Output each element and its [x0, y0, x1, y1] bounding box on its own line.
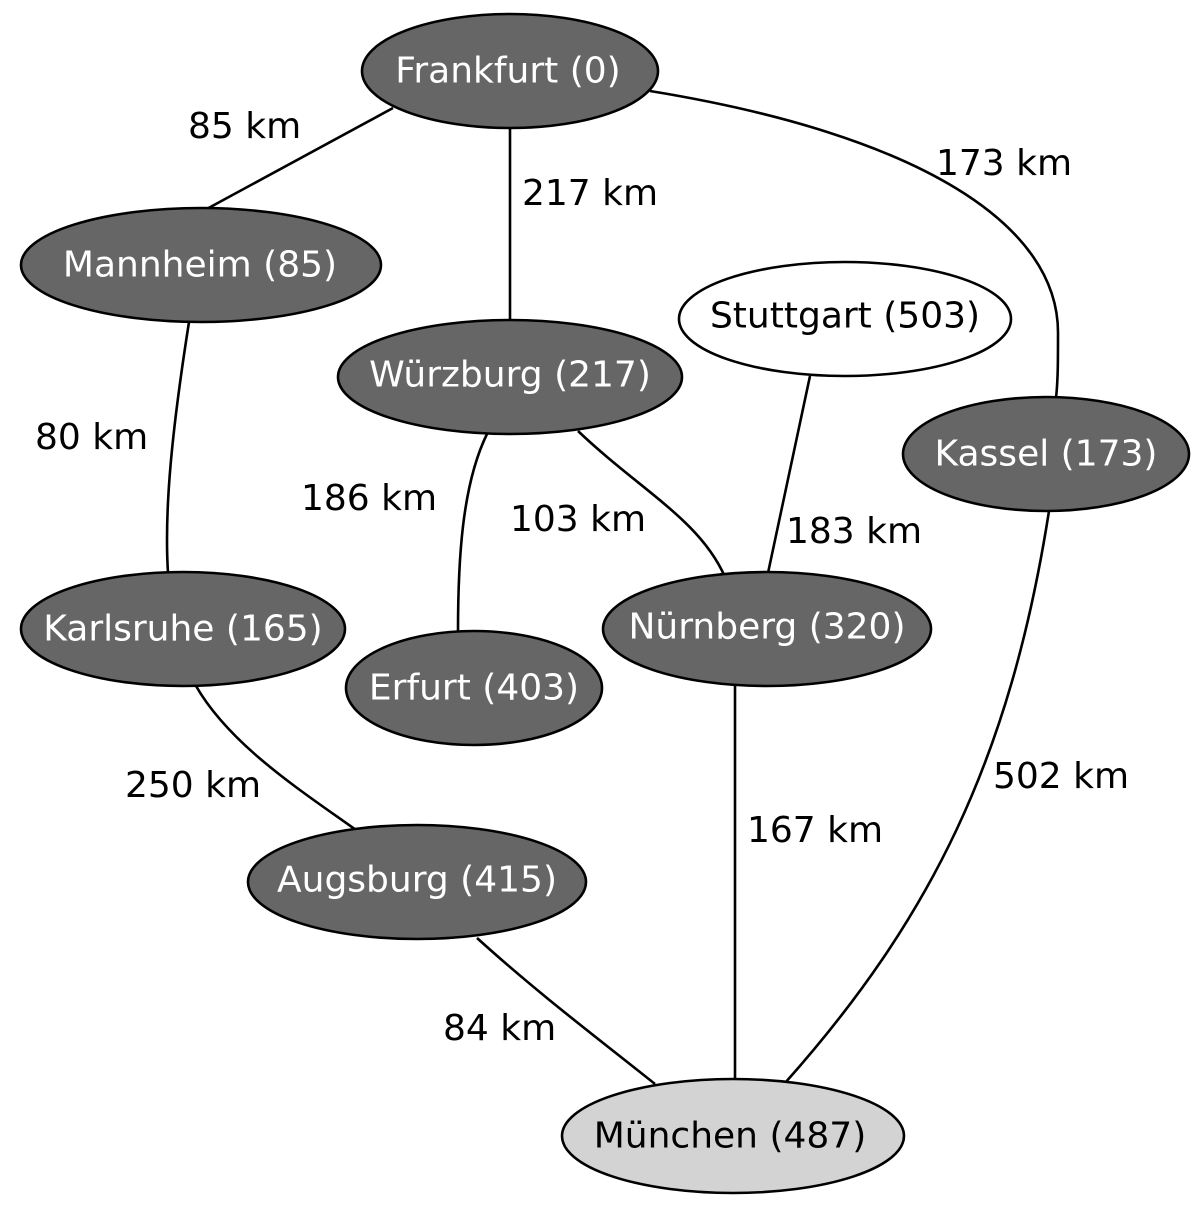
node-frankfurt: Frankfurt (0) [360, 12, 660, 130]
edge-label-stuttgart-nuernberg: 183 km [786, 511, 922, 552]
edge-frankfurt-mannheim [202, 106, 394, 213]
node-muenchen: München (487) [560, 1077, 906, 1195]
node-shape [560, 1077, 906, 1195]
edge-kassel-muenchen [784, 510, 1051, 1084]
node-augsburg: Augsburg (415) [246, 823, 588, 941]
edge-label-augsburg-muenchen: 84 km [443, 1008, 556, 1049]
node-stuttgart: Stuttgart (503) [677, 260, 1013, 378]
edge-label-karlsruhe-augsburg: 250 km [125, 765, 261, 806]
node-shape [901, 395, 1191, 513]
edge-augsburg-muenchen [476, 937, 656, 1086]
edge-labels: 85 km 217 km 173 km 80 km 186 km 103 km … [35, 106, 1129, 1049]
edge-karlsruhe-augsburg [194, 685, 357, 832]
node-shape [336, 318, 684, 436]
node-wuerzburg: Würzburg (217) [336, 318, 684, 436]
node-label: Karlsruhe (165) [43, 609, 322, 650]
node-label: Kassel (173) [935, 434, 1158, 475]
edge-wuerzburg-nuernberg [577, 430, 727, 578]
edge-label-nuernberg-muenchen: 167 km [747, 810, 883, 851]
edge-label-frankfurt-kassel: 173 km [936, 143, 1072, 184]
node-label: München (487) [594, 1116, 867, 1157]
node-karlsruhe: Karlsruhe (165) [19, 570, 347, 688]
node-kassel: Kassel (173) [901, 395, 1191, 513]
node-label: Stuttgart (503) [710, 296, 980, 337]
node-shape [601, 570, 933, 688]
edge-label-kassel-muenchen: 502 km [993, 756, 1129, 797]
edge-label-frankfurt-mannheim: 85 km [188, 106, 301, 147]
node-shape [19, 206, 383, 324]
nodes: Frankfurt (0) Mannheim (85) Würzburg (21… [19, 12, 1191, 1195]
edge-label-mannheim-karlsruhe: 80 km [35, 417, 148, 458]
edge-frankfurt-kassel [649, 89, 1060, 399]
edge-label-wuerzburg-erfurt: 186 km [301, 478, 437, 519]
node-label: Augsburg (415) [277, 860, 557, 901]
node-nuernberg: Nürnberg (320) [601, 570, 933, 688]
edges [165, 89, 1060, 1086]
node-mannheim: Mannheim (85) [19, 206, 383, 324]
node-erfurt: Erfurt (403) [344, 629, 604, 747]
node-label: Frankfurt (0) [395, 51, 620, 92]
node-shape [19, 570, 347, 688]
node-label: Würzburg (217) [369, 355, 651, 396]
edge-mannheim-karlsruhe [165, 321, 191, 574]
node-label: Mannheim (85) [63, 245, 337, 286]
node-shape [677, 260, 1013, 378]
edge-stuttgart-nuernberg [766, 375, 812, 574]
node-shape [360, 12, 660, 130]
node-shape [344, 629, 604, 747]
edge-label-wuerzburg-nuernberg: 103 km [510, 499, 646, 540]
edge-label-frankfurt-wuerzburg: 217 km [522, 173, 658, 214]
edge-wuerzburg-erfurt [456, 433, 489, 633]
node-label: Erfurt (403) [369, 668, 579, 709]
node-label: Nürnberg (320) [629, 607, 906, 648]
node-shape [246, 823, 588, 941]
